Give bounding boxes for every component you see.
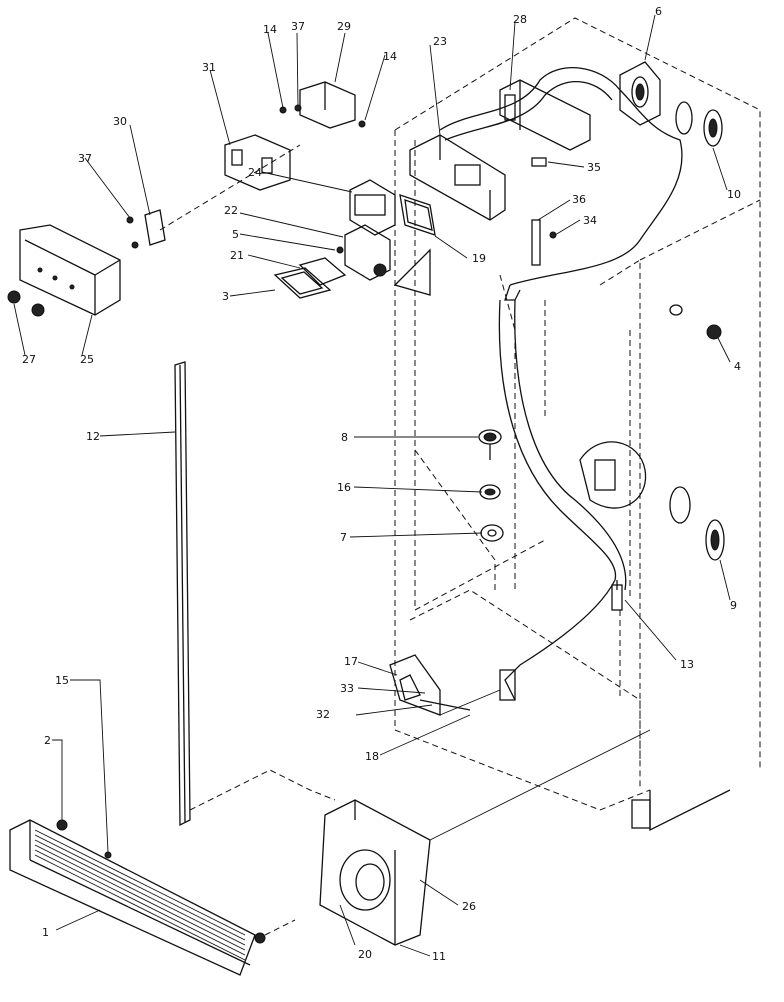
- part-19-insulation: [393, 248, 431, 296]
- part-22-thermostat: [344, 224, 391, 281]
- callout-30: 30: [113, 115, 127, 128]
- part-30-screw: [131, 241, 139, 249]
- part-14-screw-b: [358, 120, 366, 128]
- callout-10: 10: [727, 188, 741, 201]
- callout-5: 5: [232, 228, 239, 241]
- callout-27: 27: [22, 353, 36, 366]
- callout-29: 29: [337, 20, 351, 33]
- callout-17: 17: [344, 655, 358, 668]
- part-31-bracket: [224, 134, 291, 191]
- callout-9: 9: [730, 599, 737, 612]
- part-19-gasket: [399, 194, 436, 236]
- callout-33: 33: [340, 682, 354, 695]
- callout-36: 36: [572, 193, 586, 206]
- callout-13: 13: [680, 658, 694, 671]
- part-13-clip: [611, 580, 623, 611]
- callout-25: 25: [80, 353, 94, 366]
- callout-37-b: 37: [78, 152, 92, 165]
- part-7-washer: [480, 524, 504, 542]
- part-28-bracket: [499, 79, 591, 151]
- callout-23: 23: [433, 35, 447, 48]
- callout-20: 20: [358, 948, 372, 961]
- callout-1: 1: [42, 926, 49, 939]
- callout-32: 32: [316, 708, 330, 721]
- part-4-knob: [669, 304, 722, 340]
- callout-12: 12: [86, 430, 100, 443]
- cabinet-outline: [394, 17, 761, 832]
- part-26-fan-shroud: [319, 729, 651, 946]
- callout-15: 15: [55, 674, 69, 687]
- callout-3: 3: [222, 290, 229, 303]
- part-1-grille: [9, 819, 256, 976]
- part-37-screw-b: [126, 216, 134, 224]
- leader-lines: [13, 14, 731, 957]
- callout-37-a: 37: [291, 20, 305, 33]
- callout-26: 26: [462, 900, 476, 913]
- part-34-screw: [549, 231, 557, 239]
- part-27-knob-b: [31, 303, 45, 317]
- callout-4: 4: [734, 360, 741, 373]
- part-30-bracket: [144, 209, 166, 246]
- callout-11: 11: [432, 950, 446, 963]
- callout-34: 34: [583, 214, 597, 227]
- callout-21: 21: [230, 249, 244, 262]
- part-27-knob-a: [7, 290, 21, 304]
- part-9-light-socket: [579, 441, 725, 561]
- part-5-screw: [336, 246, 344, 254]
- part-3-lens: [273, 267, 332, 299]
- part-16-grommet: [479, 484, 501, 500]
- callout-labels: 1 2 3 4 5 6 7 8 9 10 11 12 13 14 14 15 1…: [22, 5, 741, 963]
- callout-24: 24: [248, 166, 262, 179]
- callout-35: 35: [587, 161, 601, 174]
- callout-31: 31: [202, 61, 216, 74]
- part-6-light-assembly: [619, 61, 661, 126]
- part-2-screw: [56, 819, 68, 831]
- part-1-screw: [254, 932, 266, 944]
- part-36-bar: [531, 219, 541, 266]
- cabinet-tubing: [439, 67, 683, 701]
- callout-19: 19: [472, 252, 486, 265]
- part-12-strip: [174, 361, 191, 827]
- callout-16: 16: [337, 481, 351, 494]
- callout-2: 2: [44, 734, 51, 747]
- callout-18: 18: [365, 750, 379, 763]
- part-29-bracket: [299, 81, 356, 129]
- part-35-pin: [531, 157, 547, 167]
- callout-14-b: 14: [383, 50, 397, 63]
- callout-22: 22: [224, 204, 238, 217]
- callout-7: 7: [340, 531, 347, 544]
- callout-6: 6: [655, 5, 662, 18]
- part-15-screw: [104, 851, 112, 859]
- callout-8: 8: [341, 431, 348, 444]
- callout-28: 28: [513, 13, 527, 26]
- part-21-knob: [298, 257, 347, 286]
- part-10-lens: [675, 101, 723, 147]
- part-24-housing: [349, 179, 396, 236]
- part-25-control-panel: [19, 224, 121, 316]
- part-17-damper-assembly: [389, 654, 516, 716]
- callout-14-a: 14: [263, 23, 277, 36]
- part-8-valve: [478, 429, 502, 460]
